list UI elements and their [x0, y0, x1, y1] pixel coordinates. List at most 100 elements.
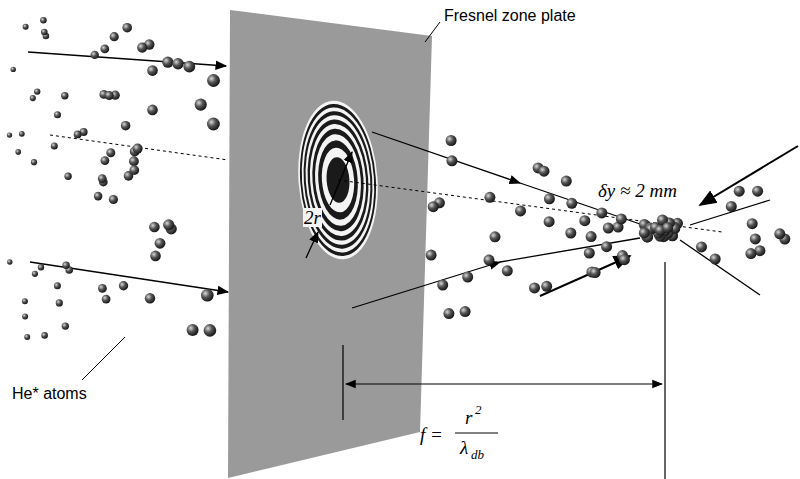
atom — [30, 95, 36, 101]
leader-line — [82, 337, 125, 380]
atom — [726, 201, 737, 212]
focus-cluster — [639, 215, 683, 243]
atom — [62, 262, 69, 269]
atom — [710, 254, 721, 265]
atom — [745, 248, 756, 259]
atom — [129, 165, 139, 175]
atom — [101, 156, 110, 165]
atom — [51, 142, 58, 149]
atom — [121, 121, 131, 131]
atom — [22, 313, 28, 319]
atom — [443, 308, 454, 319]
atom — [147, 105, 158, 116]
ray — [680, 240, 760, 295]
atom — [100, 45, 109, 54]
radius-label: 2r — [303, 208, 322, 227]
atom — [586, 231, 597, 242]
atom — [19, 131, 25, 137]
atom — [187, 324, 199, 336]
atom — [529, 282, 540, 293]
atom — [122, 23, 132, 33]
atom — [163, 219, 174, 230]
pointer-arrow — [700, 146, 798, 205]
atoms-label: He* atoms — [12, 386, 87, 402]
atom — [502, 265, 513, 276]
atom — [133, 144, 143, 154]
atom — [7, 259, 12, 264]
atom — [428, 201, 439, 212]
atom — [137, 43, 147, 53]
fraction-bar — [455, 433, 498, 434]
atom — [54, 111, 61, 118]
atom — [462, 272, 473, 283]
atom — [207, 118, 220, 131]
formula-part: λ — [460, 438, 468, 457]
atom — [662, 222, 673, 233]
atom — [696, 241, 707, 252]
atom — [110, 32, 119, 41]
atom — [515, 205, 526, 216]
atom — [204, 324, 217, 337]
radius-arrow — [306, 232, 318, 258]
atom — [544, 216, 555, 227]
atom — [62, 322, 69, 329]
atom — [61, 92, 68, 99]
atom — [172, 58, 183, 69]
atom — [639, 227, 650, 238]
atom — [195, 99, 207, 111]
atom — [596, 207, 607, 218]
formula-part: 2 — [475, 403, 482, 416]
atom — [426, 250, 437, 261]
atom — [31, 159, 37, 165]
formula-part: r — [465, 408, 472, 427]
atom — [561, 176, 572, 187]
atom — [484, 255, 495, 266]
atom — [747, 218, 758, 229]
atom — [616, 213, 627, 224]
atom — [437, 280, 448, 291]
atom — [23, 24, 29, 30]
atom — [41, 29, 48, 36]
atom — [579, 215, 590, 226]
dimension-line — [342, 345, 343, 420]
atom — [119, 281, 128, 290]
radius-arrow — [330, 152, 352, 205]
pointer-arrow — [540, 256, 630, 296]
atom — [446, 135, 457, 146]
atom — [74, 131, 82, 139]
atom — [34, 88, 40, 94]
atom — [56, 299, 63, 306]
atom — [129, 156, 139, 166]
atom — [11, 67, 16, 72]
atom — [150, 251, 161, 262]
atom — [201, 289, 214, 302]
atom — [64, 173, 71, 180]
atom — [750, 233, 761, 244]
zone-plate — [228, 10, 432, 478]
atom — [446, 155, 457, 166]
atoms — [426, 135, 791, 319]
ray — [28, 52, 226, 66]
atom — [102, 295, 111, 304]
ray — [372, 132, 520, 183]
atom — [98, 284, 107, 293]
atom — [155, 238, 166, 249]
atom — [15, 149, 21, 155]
focal-formula: f = — [420, 425, 443, 444]
axis — [50, 135, 228, 160]
zone-plate-label: Fresnel zone plate — [444, 8, 576, 24]
atom — [590, 267, 601, 278]
atom — [91, 51, 99, 59]
atom — [94, 192, 103, 201]
formula-part: db — [471, 448, 484, 461]
atom — [147, 65, 158, 76]
atom — [774, 228, 785, 239]
ray — [30, 262, 228, 292]
atom — [544, 193, 555, 204]
atom — [183, 61, 195, 73]
atom — [41, 332, 48, 339]
atom — [541, 281, 552, 292]
atom — [7, 132, 12, 137]
